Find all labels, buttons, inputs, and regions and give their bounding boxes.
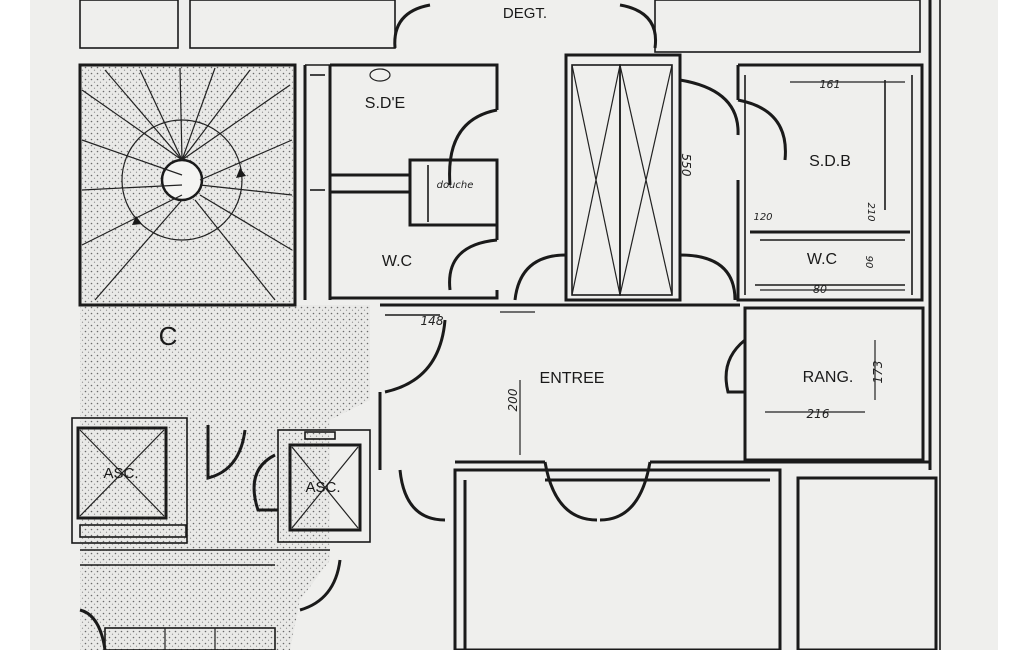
dimension-lines (500, 81, 905, 455)
annotation-550: 550 (679, 154, 693, 177)
stair-arrow-icon (132, 216, 142, 225)
annotation-148: 148 (421, 314, 444, 328)
room-label-wc-left: W.C (382, 253, 412, 270)
room-label-sdb: S.D.B (809, 153, 851, 170)
room-label-c: C (159, 321, 178, 351)
annotation-216: 216 (807, 407, 830, 421)
annotation-80: 80 (813, 283, 827, 296)
annotation-173: 173 (871, 361, 885, 384)
room-label-wc-right: W.C (807, 251, 837, 268)
annotation-120: 120 (753, 212, 772, 223)
room-label-rang: RANG. (803, 369, 854, 386)
spiral-staircase (78, 63, 297, 307)
annotation-90: 90 (863, 256, 874, 269)
annotation-210: 210 (865, 202, 876, 221)
annotation-douche: douche (437, 180, 474, 191)
room-label-degt: DEGT. (503, 5, 547, 22)
room-label-entree: ENTREE (540, 370, 605, 387)
room-label-asc-left: ASC. (103, 465, 138, 482)
room-label-asc-right: ASC. (305, 479, 340, 496)
washbasin-icon (369, 68, 391, 82)
annotation-200: 200 (506, 388, 520, 411)
stair-arrow-icon (236, 168, 246, 178)
walls (71, 0, 941, 650)
annotation-161: 161 (820, 78, 841, 91)
room-label-sde: S.D'E (365, 95, 405, 112)
